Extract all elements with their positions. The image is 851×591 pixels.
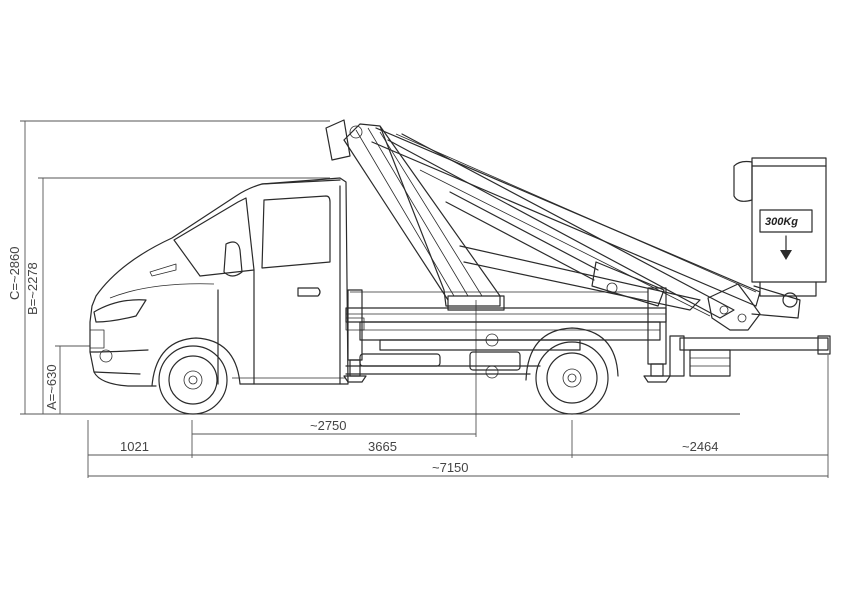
overall-length-label: ~7150 — [432, 460, 469, 475]
a-height-label: A=~630 — [44, 364, 59, 410]
horizontal-dimensions: ~2750 1021 3665 ~2464 ~7150 — [87, 300, 829, 478]
rear-overhang-label: ~2464 — [682, 439, 719, 454]
front-wheel — [158, 345, 228, 415]
capacity-label: 300Kg — [765, 216, 798, 228]
truck-cab — [89, 177, 349, 387]
aerial-boom — [325, 119, 801, 331]
work-basket: 300Kg — [733, 157, 827, 297]
boom-overhang-label: ~2750 — [310, 418, 347, 433]
rear-wheel — [525, 327, 619, 415]
chassis-frame — [343, 287, 831, 383]
vertical-dimensions: C=~2860 B=~2278 A=~630 — [7, 120, 740, 415]
b-height-label: B=~2278 — [25, 262, 40, 315]
wheelbase-label: 3665 — [368, 439, 397, 454]
arrow-down-icon — [780, 250, 792, 260]
c-height-label: C=~2860 — [7, 247, 22, 301]
front-overhang-label: 1021 — [120, 439, 149, 454]
